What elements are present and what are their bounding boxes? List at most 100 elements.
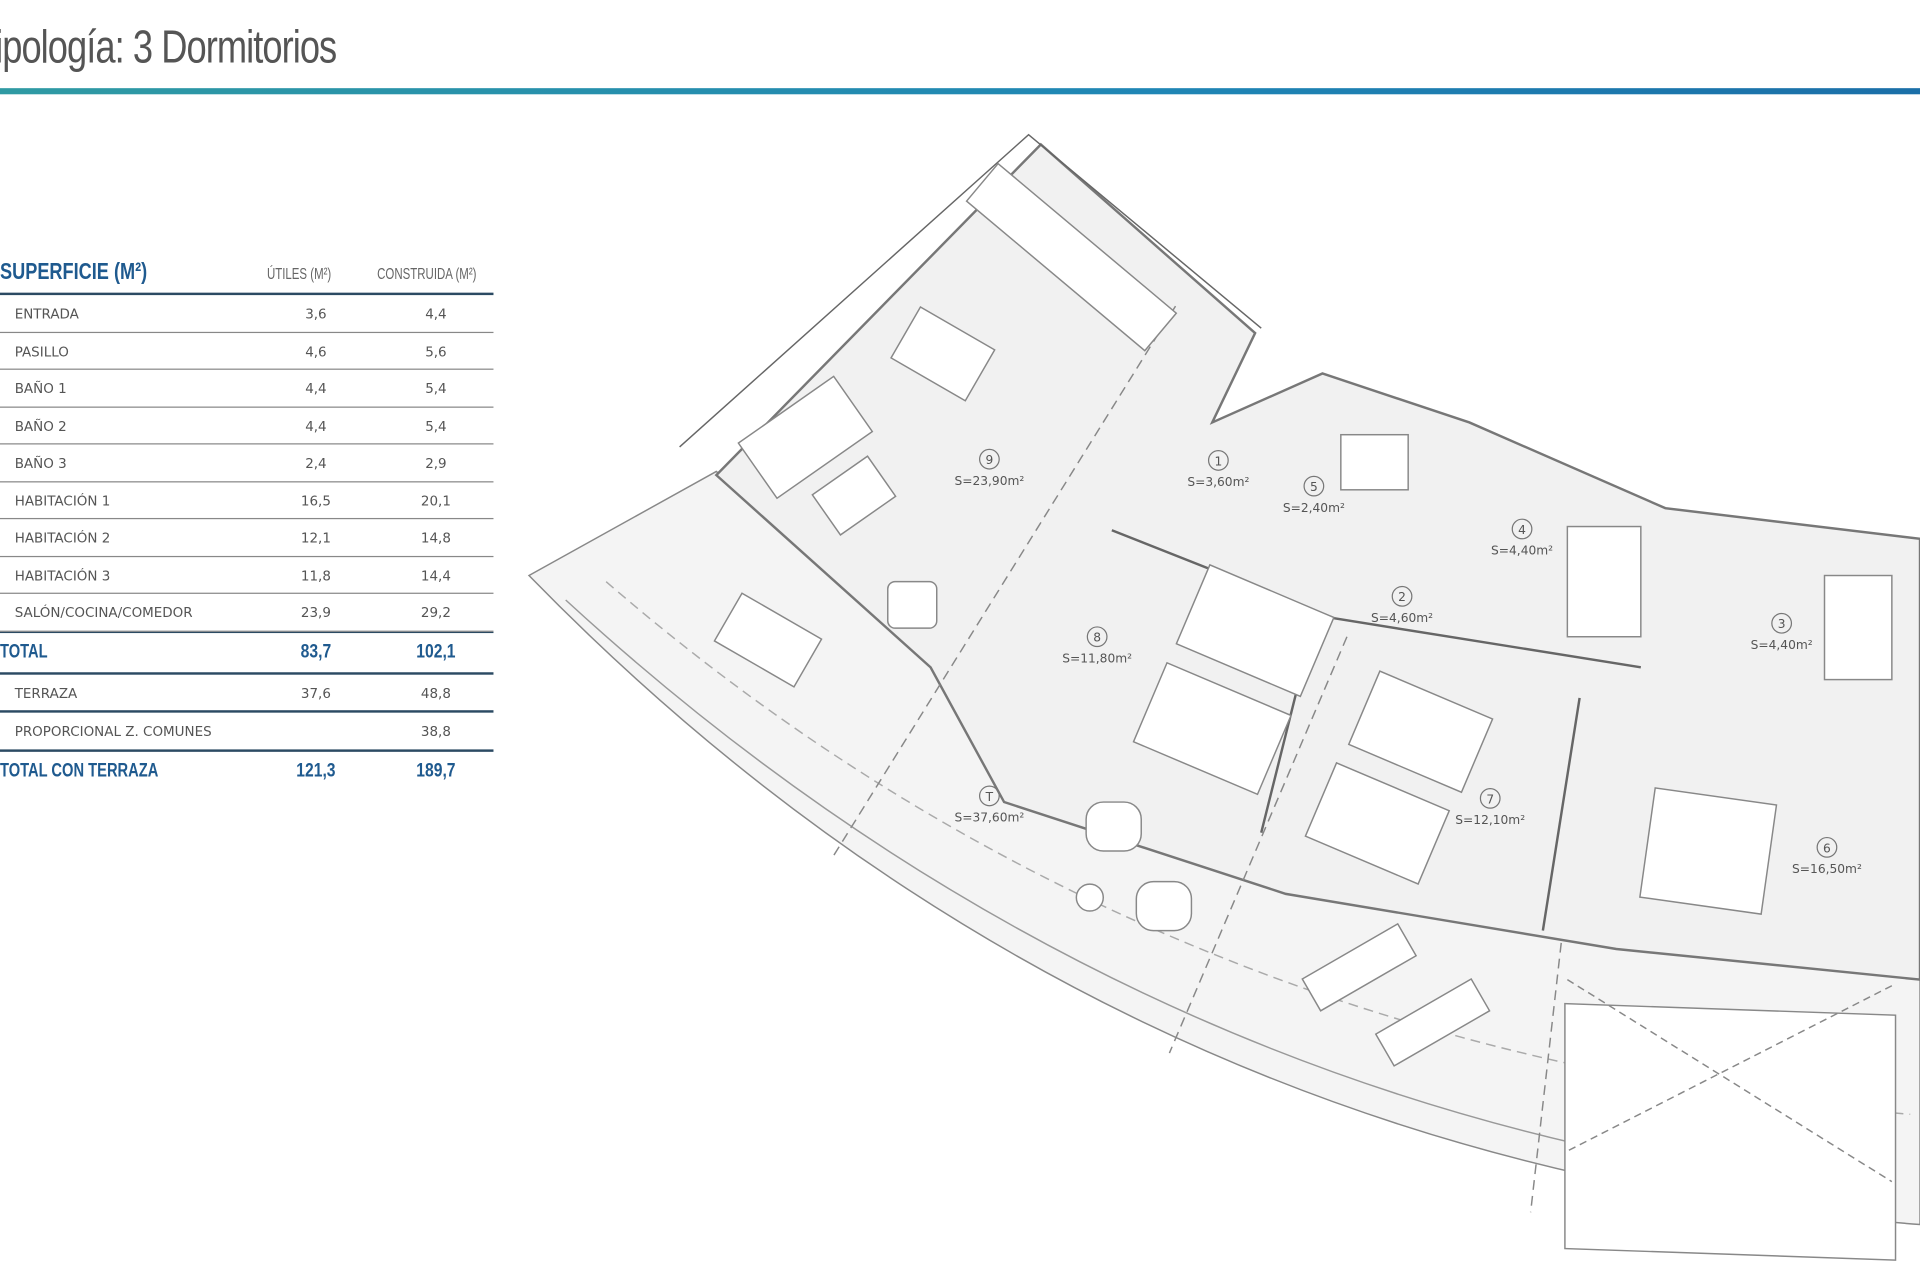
room-number-circle: [1771, 612, 1793, 634]
stool: [1075, 883, 1105, 912]
row-label: PASILLO: [14, 343, 69, 360]
row-utiles: 121,3: [296, 759, 336, 781]
row-construida: 189,7: [416, 759, 456, 781]
room-area: S=2,40m²: [1283, 501, 1345, 515]
col-utiles: ÚTILES (M²): [266, 264, 332, 283]
row-construida: 29,2: [420, 604, 451, 621]
row-label: SALÓN/COCINA/COMEDOR: [14, 604, 193, 621]
col-construida: CONSTRUIDA (M²): [377, 264, 477, 283]
row-label: BAÑO 1: [14, 380, 67, 397]
room-area: S=11,80m²: [1062, 651, 1132, 665]
bed: [1304, 761, 1451, 885]
room-number: 7: [1486, 792, 1494, 806]
row-utiles: 83,7: [300, 641, 332, 662]
surface-table: SUPERFICIE (M²) ÚTILES (M²) CONSTRUIDA (…: [0, 255, 494, 791]
dining-table: [890, 305, 996, 402]
divider-dashed: [832, 305, 1562, 1213]
title-divider: [0, 88, 1920, 95]
row-utiles: 4,6: [305, 343, 327, 360]
room-area: S=37,60m²: [954, 811, 1024, 825]
bed: [1132, 661, 1292, 796]
lounger: [1301, 922, 1418, 1012]
room-area: S=3,60m²: [1187, 475, 1249, 489]
total-row: TOTAL 83,7 102,1: [0, 631, 494, 675]
room-number-circle: [1207, 450, 1229, 471]
bath-fixture: [1823, 574, 1893, 681]
table-row: HABITACIÓN 1 16,5 20,1: [0, 482, 494, 520]
room-number-circle: [1511, 518, 1533, 540]
room-number-circle: [1479, 787, 1501, 809]
page-title: ipología: 3 Dormitorios: [0, 22, 337, 74]
table-row: HABITACIÓN 2 12,1 14,8: [0, 519, 494, 557]
bath-fixture: [1566, 525, 1642, 638]
total-terraza-row: TOTAL CON TERRAZA 121,3 189,7: [0, 751, 493, 790]
chair: [1085, 801, 1142, 852]
room-area: S=4,40m²: [1491, 544, 1553, 558]
row-label: BAÑO 2: [14, 418, 67, 435]
row-label: TERRAZA: [14, 685, 78, 702]
room-number: 2: [1398, 590, 1406, 604]
bed: [1347, 670, 1494, 794]
bed: [1639, 787, 1778, 915]
armchair: [887, 580, 938, 629]
row-construida: 14,8: [420, 530, 451, 547]
row-construida: 2,9: [425, 455, 447, 472]
room-area: S=12,10m²: [1455, 813, 1525, 827]
planter: [1564, 1002, 1897, 1261]
room-number: 1: [1214, 454, 1222, 468]
table-header: SUPERFICIE (M²) ÚTILES (M²) CONSTRUIDA (…: [0, 255, 494, 296]
coffee-table: [811, 455, 897, 536]
terrace-table: [713, 592, 823, 688]
row-construida: 4,4: [425, 306, 447, 323]
kitchen-counter: [965, 162, 1178, 352]
row-utiles: 2,4: [305, 455, 327, 472]
room-number: T: [985, 790, 994, 804]
chair: [1135, 880, 1193, 932]
room-number: 5: [1310, 480, 1318, 494]
lounger: [1374, 977, 1491, 1067]
room-number: 8: [1093, 631, 1101, 645]
row-label: TOTAL: [0, 641, 48, 662]
room-number: 3: [1778, 617, 1786, 631]
table-heading: SUPERFICIE (M²): [0, 259, 148, 286]
row-construida: 20,1: [420, 492, 451, 509]
row-label: BAÑO 3: [14, 455, 67, 472]
table-row: BAÑO 3 2,4 2,9: [0, 444, 494, 482]
room-number-circle: [1086, 626, 1108, 648]
row-utiles: 37,6: [300, 685, 331, 702]
sofa: [737, 375, 874, 500]
bath-fixture: [1340, 433, 1409, 491]
planter-cross: [1566, 978, 1893, 1183]
table-row: ENTRADA 3,6 4,4: [0, 295, 494, 333]
room-number-circle: [1391, 585, 1413, 607]
row-construida: 38,8: [420, 723, 451, 740]
row-label: HABITACIÓN 1: [14, 492, 111, 509]
row-utiles: 4,4: [305, 418, 327, 435]
room-number: 9: [985, 453, 993, 467]
row-construida: 102,1: [416, 641, 456, 662]
row-utiles: 11,8: [300, 567, 331, 584]
row-utiles: 3,6: [305, 306, 327, 323]
exterior-wall: [679, 133, 1262, 448]
row-label: HABITACIÓN 2: [14, 530, 111, 547]
room-number-circle: [978, 448, 1000, 470]
table-row: PASILLO 4,6 5,6: [0, 332, 494, 370]
bed: [1175, 563, 1335, 698]
row-label: HABITACIÓN 3: [14, 567, 111, 584]
row-construida: 5,6: [425, 343, 447, 360]
row-utiles: 16,5: [300, 492, 331, 509]
room-area: S=4,60m²: [1371, 611, 1433, 625]
row-construida: 48,8: [420, 685, 451, 702]
row-utiles: 4,4: [305, 380, 327, 397]
comunes-row: PROPORCIONAL Z. COMUNES 38,8: [0, 713, 494, 752]
row-label: PROPORCIONAL Z. COMUNES: [14, 723, 212, 740]
room-number: 6: [1823, 841, 1831, 855]
row-utiles: 12,1: [300, 530, 331, 547]
row-label: ENTRADA: [14, 306, 79, 323]
room-number-circle: [1816, 836, 1838, 858]
room-number-circle: [1303, 475, 1325, 497]
row-label: TOTAL CON TERRAZA: [0, 759, 159, 781]
